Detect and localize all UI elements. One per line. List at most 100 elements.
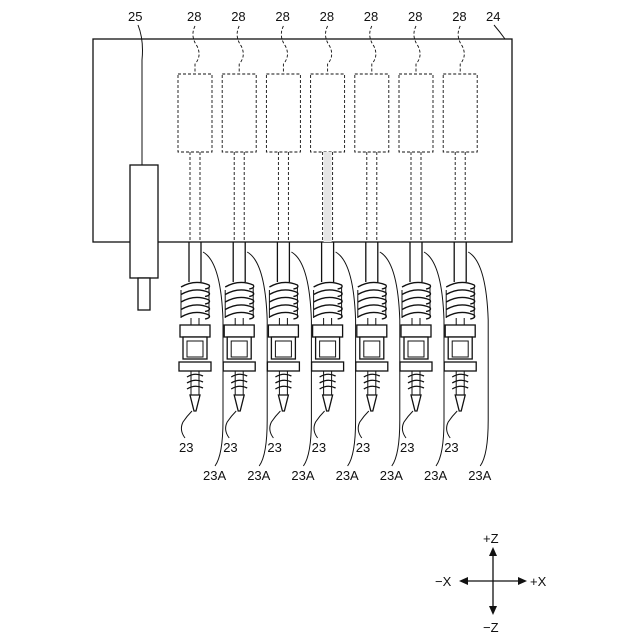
spring-coil [225, 282, 254, 289]
label-drive: 28 [408, 9, 422, 24]
spring-coil [181, 297, 210, 304]
spring-coil [402, 312, 431, 319]
flange-plate [312, 362, 344, 371]
label-plus-z: +Z [483, 531, 499, 546]
label-tip: 23A [424, 468, 447, 483]
spring-coil [225, 290, 254, 297]
spring-coil [314, 312, 343, 319]
spring-coil [314, 290, 343, 297]
arrow-down-icon [489, 606, 497, 615]
label-tip: 23A [247, 468, 270, 483]
spring-coil [181, 312, 210, 319]
nozzle-coil [408, 380, 424, 383]
label-nozzle: 23 [356, 440, 370, 455]
spring-coil [446, 282, 475, 289]
spring-coil [314, 305, 343, 312]
spring-coil [402, 297, 431, 304]
holder-top [224, 325, 254, 337]
nozzle-coil [231, 374, 247, 377]
leader-nozzle [314, 411, 325, 438]
spring-coil [269, 282, 298, 289]
label-tip: 23A [291, 468, 314, 483]
leader-drive [326, 26, 332, 74]
spring-coil [446, 290, 475, 297]
label-drive: 28 [275, 9, 289, 24]
nozzle-tip [234, 395, 244, 411]
nozzle-unit: 282323A [311, 9, 359, 483]
actuator-housing [130, 165, 158, 278]
nozzle-tip [455, 395, 465, 411]
nozzle-coil [320, 380, 336, 383]
nozzle-coil [187, 386, 203, 389]
nozzle-units: 282323A282323A282323A282323A282323A28232… [178, 9, 492, 483]
spring-coil [181, 305, 210, 312]
label-drive: 28 [320, 9, 334, 24]
leader-drive [370, 26, 376, 74]
label-tip: 23A [468, 468, 491, 483]
label-nozzle: 23 [179, 440, 193, 455]
spring-coil [225, 305, 254, 312]
nozzle-coil [187, 380, 203, 383]
leader-drive [281, 26, 287, 74]
spring-coil [402, 290, 431, 297]
drive-block [399, 74, 433, 152]
spring-coil [181, 282, 210, 289]
leader-actuator [138, 25, 143, 165]
nozzle-coil [320, 374, 336, 377]
label-minus-x: −X [435, 574, 452, 589]
nozzle-tip [278, 395, 288, 411]
nozzle-coil [408, 374, 424, 377]
spring-coil [314, 282, 343, 289]
spring-coil [446, 297, 475, 304]
spring-coil [181, 290, 210, 297]
shaft-shade [324, 152, 332, 242]
holder-top [445, 325, 475, 337]
drive-block [222, 74, 256, 152]
flange-plate [267, 362, 299, 371]
spring-coil [314, 297, 343, 304]
leader-drive [193, 26, 199, 74]
nozzle-coil [364, 374, 380, 377]
spring-coil [269, 297, 298, 304]
nozzle-unit: 282323A [399, 9, 447, 483]
drive-block [443, 74, 477, 152]
leader-drive [237, 26, 243, 74]
spring-coil [358, 290, 387, 297]
nozzle-unit: 28 23 23A [355, 9, 403, 483]
label-plus-x: +X [530, 574, 547, 589]
actuator-rod [138, 278, 150, 310]
leader-drive [414, 26, 420, 74]
label-minus-z: −Z [483, 620, 499, 635]
holder-top [313, 325, 343, 337]
nozzle-coil [364, 380, 380, 383]
nozzle-tip [367, 395, 377, 411]
arrow-up-icon [489, 547, 497, 556]
leader-nozzle [358, 411, 369, 438]
coordinate-axes: +Z −Z −X +X [435, 531, 547, 635]
label-actuator: 25 [128, 9, 142, 24]
spring-coil [269, 312, 298, 319]
label-nozzle: 23 [267, 440, 281, 455]
nozzle-tip [323, 395, 333, 411]
label-tip: 23A [203, 468, 226, 483]
nozzle-coil [275, 386, 291, 389]
label-nozzle: 23 [312, 440, 326, 455]
nozzle-coil [320, 386, 336, 389]
flange-plate [444, 362, 476, 371]
leader-nozzle [447, 411, 458, 438]
leader-nozzle [226, 411, 237, 438]
nozzle-coil [231, 386, 247, 389]
label-nozzle: 23 [444, 440, 458, 455]
spring-coil [269, 290, 298, 297]
holder-top [268, 325, 298, 337]
label-drive: 28 [364, 9, 378, 24]
flange-plate [223, 362, 255, 371]
label-drive: 28 [231, 9, 245, 24]
spring-coil [269, 305, 298, 312]
nozzle-coil [452, 380, 468, 383]
nozzle-coil [408, 386, 424, 389]
flange-plate [179, 362, 211, 371]
label-tip: 23A [380, 468, 403, 483]
flange-plate [356, 362, 388, 371]
